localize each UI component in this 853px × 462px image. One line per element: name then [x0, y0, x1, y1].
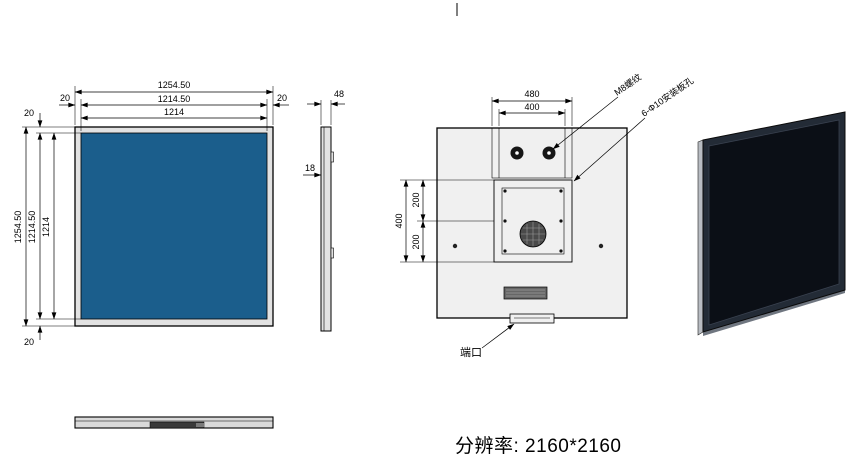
label-mount-holes: 6-Φ10安装板孔: [639, 75, 695, 119]
front-view: 1254.50 1214.50 20 20 1214 1254.50 1214.…: [13, 80, 289, 347]
back-top-rail: [491, 127, 573, 179]
front-screen: [80, 132, 268, 320]
mount-hole: [503, 249, 507, 253]
back-bottom-features: 端口: [460, 286, 555, 359]
dim-front-margin-right: 20: [277, 93, 287, 103]
front-top-dimensions: 1254.50 1214.50 20 20 1214: [59, 80, 289, 131]
dim-side-depth: 48: [334, 89, 344, 99]
back-left-dimensions: 400 200 200: [394, 179, 494, 263]
mount-hole: [503, 189, 507, 193]
vesa-plate: [493, 179, 573, 263]
dim-front-height-outer: 1254.50: [13, 211, 23, 244]
label-port: 端口: [460, 346, 482, 359]
bottom-connector-detail: [196, 423, 204, 427]
dim-front-height-inner: 1214: [41, 217, 51, 237]
side-profile: [320, 126, 332, 332]
back-top-dimensions: 480 400: [491, 89, 573, 126]
bottom-view: [74, 416, 274, 429]
mount-hole: [503, 219, 507, 223]
dim-front-margin-bottom: 20: [24, 337, 34, 347]
side-view: 48 18: [303, 89, 345, 332]
dim-side-thickness: 18: [305, 163, 315, 173]
side-mount-boss-bottom: [330, 247, 334, 259]
screw: [598, 243, 604, 249]
perspective-bottom-edge: [703, 290, 845, 336]
mount-hole: [559, 189, 563, 193]
dim-front-width-mid: 1214.50: [158, 94, 191, 104]
side-mount-boss-top: [330, 151, 334, 163]
back-view: 480 400: [394, 71, 695, 359]
mount-hole: [559, 249, 563, 253]
dim-front-width-inner: 1214: [164, 107, 184, 117]
perspective-screen: [708, 119, 840, 326]
dim-vesa-upper: 200: [411, 192, 421, 207]
dim-back-bracket-outer: 480: [524, 89, 539, 99]
dim-front-height-mid: 1214.50: [27, 211, 37, 244]
dim-front-margin-top: 20: [24, 108, 34, 118]
side-dimensions: 48 18: [303, 89, 345, 178]
dim-vesa-total: 400: [394, 213, 404, 228]
screw: [452, 243, 458, 249]
port-cover: [509, 313, 555, 324]
bottom-connector-bar: [149, 421, 205, 429]
front-left-dimensions: 1254.50 1214.50 1214 20 20: [13, 108, 81, 347]
dim-back-bracket-inner: 400: [524, 102, 539, 112]
perspective-left-edge: [697, 139, 704, 336]
label-m8-thread: M8螺纹: [612, 71, 643, 98]
mount-hole: [559, 219, 563, 223]
dim-front-margin-left: 20: [60, 93, 70, 103]
dim-vesa-lower: 200: [411, 234, 421, 249]
dim-front-width-outer: 1254.50: [158, 80, 191, 90]
perspective-view: [697, 111, 846, 336]
resolution-label: 分辨率: 2160*2160: [455, 435, 622, 457]
